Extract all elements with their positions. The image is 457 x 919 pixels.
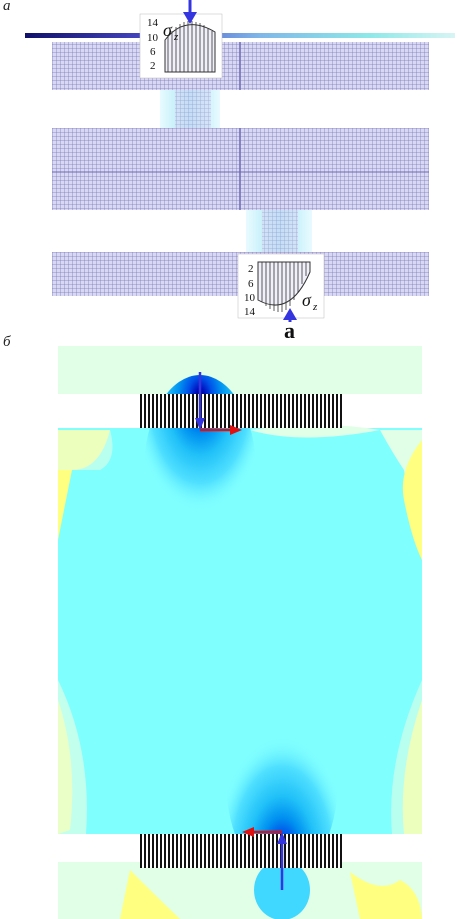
load-arrow-up-icon bbox=[283, 308, 297, 322]
field-upper-band bbox=[58, 346, 422, 394]
panel-label-a: а bbox=[3, 0, 11, 14]
tick-label: 2 bbox=[150, 60, 156, 72]
load-arrow-down-icon bbox=[183, 0, 197, 24]
force-arrow-down-icon bbox=[195, 372, 205, 430]
stress-profile-inset-bottom: 2 6 10 14 σ z bbox=[237, 253, 325, 319]
shear-arrow-right-icon bbox=[200, 425, 242, 435]
tick-label: 14 bbox=[147, 17, 159, 29]
tick-label: 6 bbox=[150, 46, 156, 58]
sigma-subscript: z bbox=[312, 301, 318, 313]
tick-label: 10 bbox=[147, 32, 159, 44]
sigma-symbol: σ bbox=[302, 290, 312, 310]
sigma-subscript: z bbox=[173, 31, 179, 43]
shear-arrow-left-icon bbox=[242, 827, 282, 837]
panel-label-b: б bbox=[3, 334, 11, 350]
color-scale-bar bbox=[25, 33, 455, 38]
tick-label: 14 bbox=[244, 306, 256, 318]
load-pad-top bbox=[140, 394, 342, 428]
tick-label: 10 bbox=[244, 292, 256, 304]
tick-label: 6 bbox=[248, 278, 254, 290]
section-marker: a bbox=[284, 318, 295, 340]
sigma-symbol: σ bbox=[163, 20, 173, 40]
load-pad-bottom bbox=[140, 834, 342, 868]
force-arrow-up-icon bbox=[277, 832, 287, 890]
stress-profile-inset-top: 14 10 6 2 σ z bbox=[139, 13, 223, 79]
panel-a-mesh-diagram: 14 10 6 2 σ z 2 6 10 14 σ z a bbox=[25, 0, 455, 340]
tick-label: 2 bbox=[248, 263, 254, 275]
